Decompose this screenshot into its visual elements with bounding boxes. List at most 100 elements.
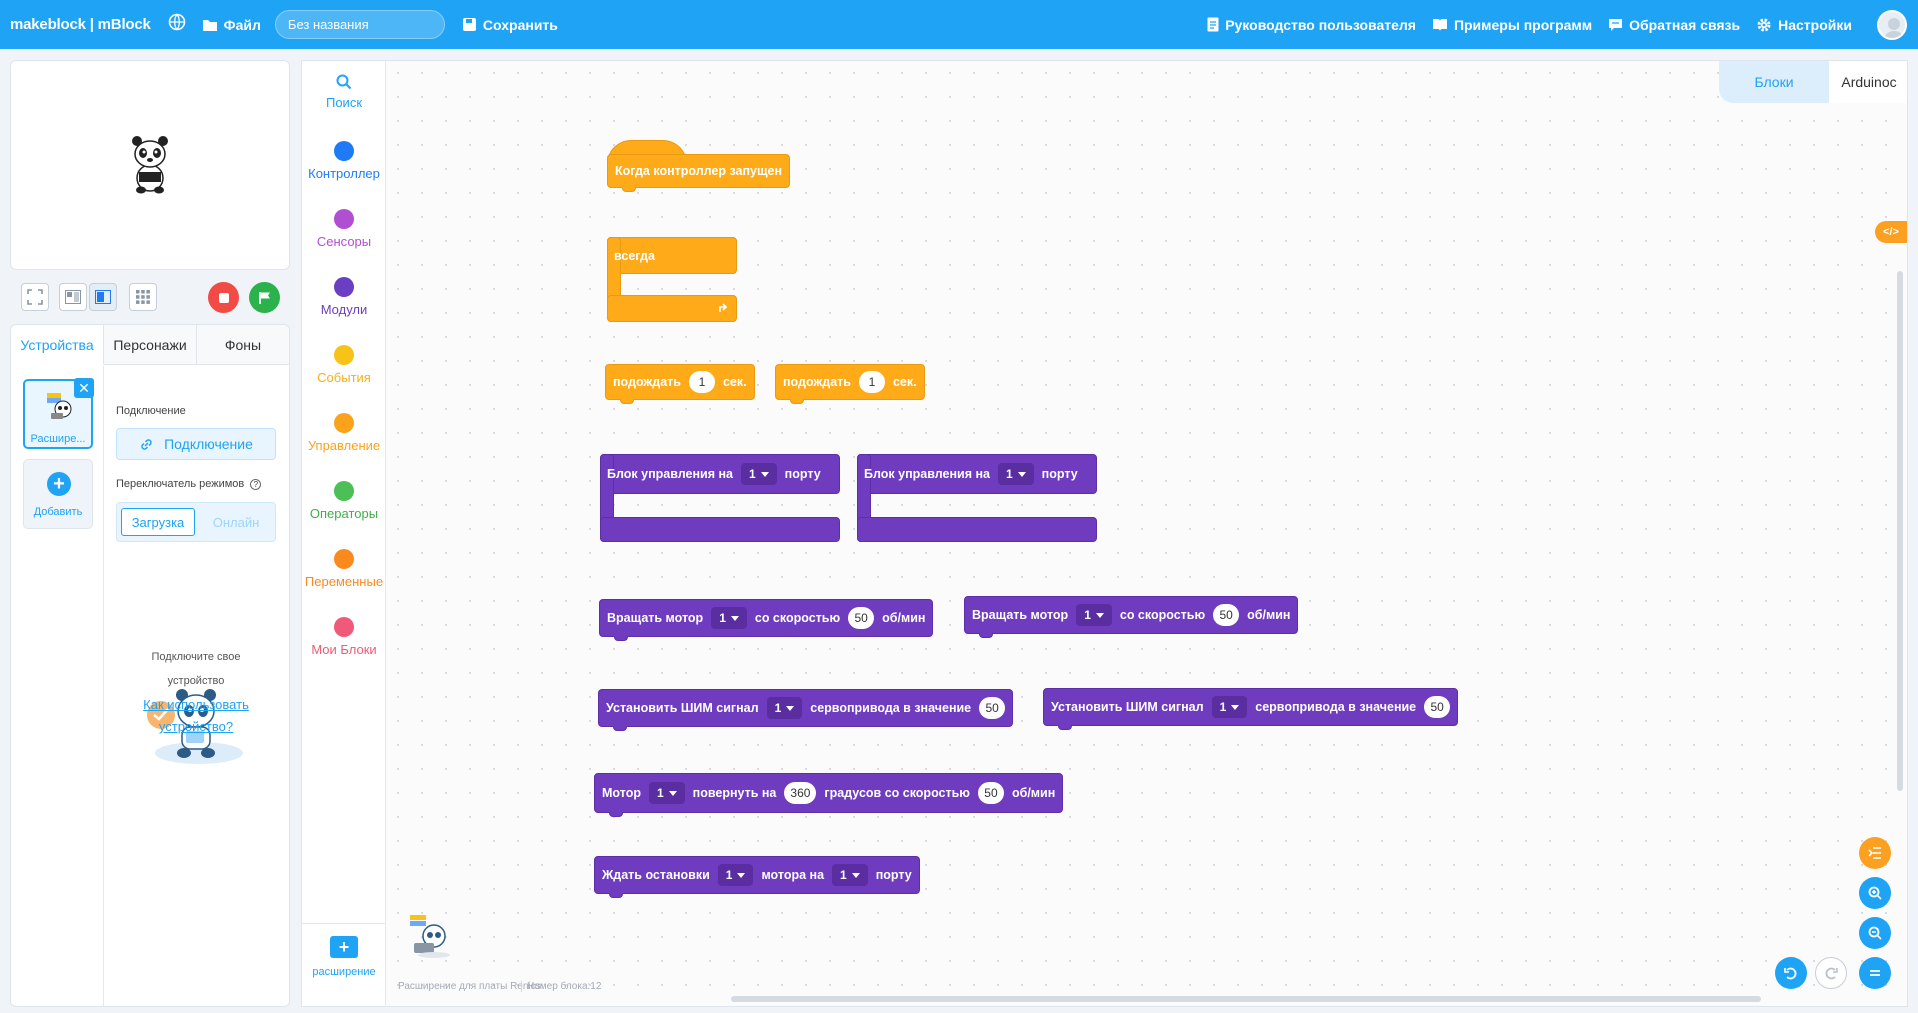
settings-menu[interactable]: Настройки [1756, 17, 1852, 33]
category-dot [334, 209, 354, 229]
save-icon [462, 18, 476, 31]
stage-preview[interactable] [10, 60, 290, 270]
block-notch [613, 726, 627, 731]
category-dot [334, 141, 354, 161]
book-icon [1432, 18, 1447, 31]
redo-icon [1825, 967, 1838, 980]
tab-arduino-code[interactable]: Arduinoc [1829, 61, 1907, 103]
mode-switch[interactable]: Загрузка Онлайн [116, 502, 276, 542]
vertical-scrollbar[interactable] [1897, 271, 1903, 791]
block-notch [790, 399, 804, 404]
category-sensors[interactable]: Сенсоры [302, 209, 386, 249]
motor-dropdown[interactable]: 1 [717, 864, 754, 886]
footer-block-count: Номер блока:12 [527, 981, 602, 992]
category-dot [334, 277, 354, 297]
category-control[interactable]: Управление [302, 413, 386, 453]
zoom-reset-button[interactable] [1859, 957, 1891, 989]
stop-button[interactable] [208, 282, 239, 313]
footer-separator [521, 981, 522, 992]
add-device-button[interactable]: + Добавить [23, 459, 93, 529]
extension-button[interactable]: + расширение [312, 936, 376, 978]
category-variables[interactable]: Переменные [302, 549, 386, 589]
zoom-in-icon [1868, 886, 1882, 900]
panda-robot-illustration [147, 689, 243, 764]
language-globe-icon[interactable] [168, 13, 186, 36]
normal-stage-icon [95, 290, 111, 304]
speed-input[interactable]: 50 [1213, 604, 1240, 626]
horizontal-scrollbar[interactable] [731, 996, 1761, 1002]
redo-button[interactable] [1815, 957, 1847, 989]
how-to-use-link[interactable]: Как использовать [143, 697, 249, 712]
seconds-input[interactable]: 1 [858, 371, 885, 393]
device-mascot-icon [410, 915, 450, 958]
port-dropdown[interactable]: 1 [832, 864, 868, 886]
close-icon[interactable]: ✕ [74, 378, 94, 398]
cleanup-icon [1868, 847, 1881, 859]
mode-upload-option[interactable]: Загрузка [121, 508, 195, 536]
block-notch [620, 399, 634, 404]
block-categories: Поиск Контроллер Сенсоры Модули События … [301, 60, 386, 1007]
pwm-value-input[interactable]: 50 [1424, 696, 1451, 718]
code-view-icon[interactable]: </> [1875, 221, 1907, 243]
servo-dropdown[interactable]: 1 [766, 697, 803, 719]
grid-view-button[interactable] [129, 283, 157, 311]
category-dot [334, 481, 354, 501]
mode-online-option[interactable]: Онлайн [212, 514, 260, 530]
cleanup-button[interactable] [1859, 837, 1891, 869]
add-extension-icon: + [330, 936, 358, 958]
tab-blocks[interactable]: Блоки [1719, 61, 1829, 103]
undo-button[interactable] [1775, 957, 1807, 989]
category-search[interactable]: Поиск [302, 73, 386, 110]
save-button[interactable]: Сохранить [462, 17, 558, 33]
connect-hint-line2: устройство [167, 675, 225, 687]
feedback-link[interactable]: Обратная связь [1608, 17, 1740, 33]
user-avatar[interactable] [1877, 10, 1907, 40]
motor-dropdown[interactable]: 1 [648, 782, 685, 804]
chat-icon [1609, 18, 1623, 31]
pwm-value-input[interactable]: 50 [979, 697, 1006, 719]
mode-switch-heading: Переключатель режимов ? [116, 478, 262, 490]
run-button[interactable] [249, 282, 280, 313]
tab-devices[interactable]: Устройства [11, 325, 104, 365]
seconds-input[interactable]: 1 [688, 371, 715, 393]
motor-dropdown[interactable]: 1 [1076, 604, 1112, 626]
tab-sprites[interactable]: Персонажи [104, 325, 197, 365]
category-my-blocks[interactable]: Мои Блоки [302, 617, 386, 657]
category-operators[interactable]: Операторы [302, 481, 386, 521]
servo-dropdown[interactable]: 1 [1211, 696, 1248, 718]
block-notch [1058, 725, 1072, 730]
port-dropdown[interactable]: 1 [740, 463, 777, 485]
port-dropdown[interactable]: 1 [997, 463, 1034, 485]
loop-arrow-icon [719, 303, 728, 312]
category-modules[interactable]: Модули [302, 277, 386, 317]
speed-input[interactable]: 50 [848, 607, 875, 629]
how-to-use-link-2[interactable]: устройство? [158, 719, 234, 734]
project-title-input[interactable] [274, 10, 445, 39]
user-guide-link[interactable]: Руководство пользователя [1207, 17, 1416, 33]
degrees-input[interactable]: 360 [784, 782, 817, 804]
category-events[interactable]: События [302, 345, 386, 385]
folder-icon [202, 19, 217, 31]
zoom-in-button[interactable] [1859, 877, 1891, 909]
zoom-out-button[interactable] [1859, 917, 1891, 949]
chevron-down-icon [1095, 612, 1104, 618]
link-icon [141, 438, 152, 450]
normal-stage-button[interactable] [89, 283, 117, 311]
small-stage-button[interactable] [59, 283, 87, 311]
speed-input[interactable]: 50 [977, 782, 1004, 804]
file-menu[interactable]: Файл [202, 17, 261, 33]
c-block-top [857, 454, 1097, 494]
motor-dropdown[interactable]: 1 [711, 607, 747, 629]
flag-icon [258, 291, 270, 304]
script-workspace[interactable]: Блоки Arduinoc </> Когда контроллер запу… [386, 60, 1908, 1007]
chevron-down-icon [730, 615, 739, 621]
fullscreen-button[interactable] [21, 283, 49, 311]
tab-backdrops[interactable]: Фоны [197, 325, 289, 365]
block-notch [979, 633, 993, 638]
examples-link[interactable]: Примеры программ [1432, 17, 1592, 33]
device-card[interactable]: Расшире... ✕ [23, 378, 94, 449]
category-controller[interactable]: Контроллер [302, 141, 386, 181]
connect-button[interactable]: Подключение [116, 428, 276, 460]
top-bar: makeblock | mBlock Файл Сохранить Руково… [0, 0, 1918, 49]
help-icon[interactable]: ? [250, 479, 262, 490]
